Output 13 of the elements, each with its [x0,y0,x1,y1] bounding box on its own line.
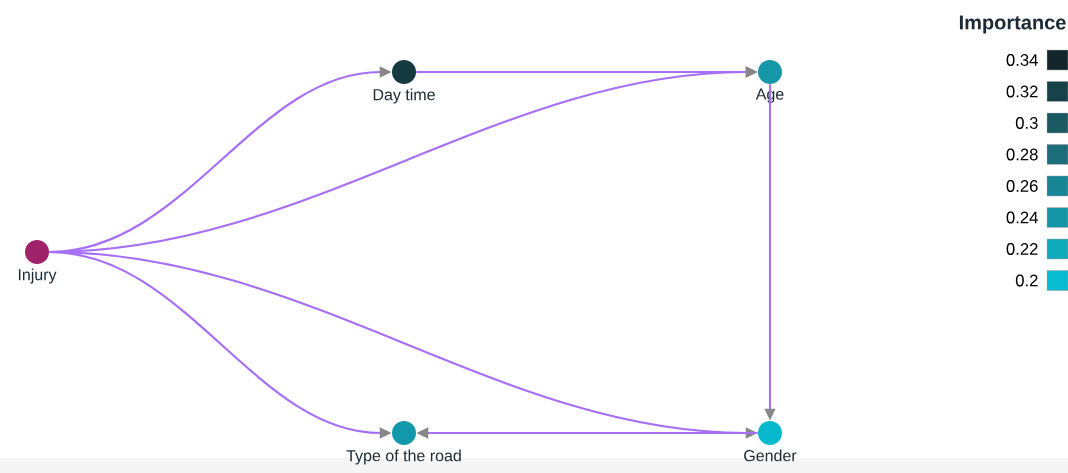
legend-value: 0.3 [1015,117,1038,129]
legend-value: 0.2 [1015,274,1038,287]
legend-value: 0.32 [1006,85,1038,98]
node-label: Gender [744,449,797,462]
legend-value: 0.34 [1006,54,1038,66]
legend-value: 0.28 [1006,148,1038,161]
node-label: Type of the road [346,449,461,465]
legend-title: Importance [959,15,1066,34]
legend-value: 0.24 [1006,211,1038,224]
legend-value: 0.26 [1006,180,1038,192]
node-label: Injury [18,268,57,284]
node-label: Day time [373,88,435,104]
legend-value: 0.22 [1006,243,1038,255]
